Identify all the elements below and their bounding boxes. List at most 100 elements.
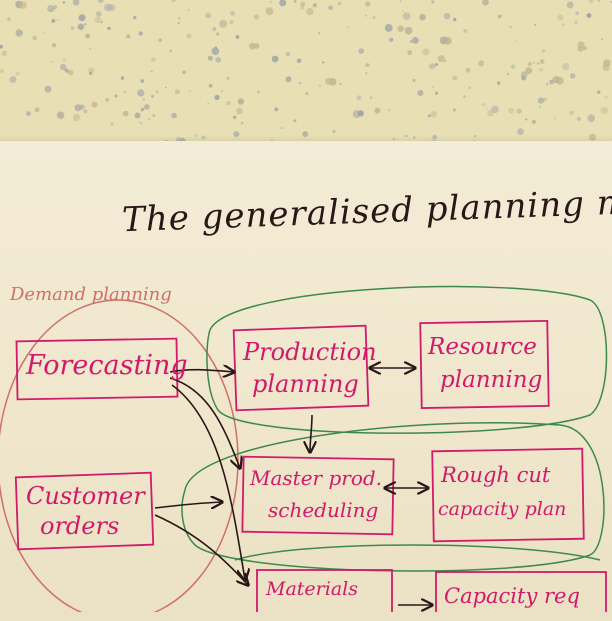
- production-group-outline: [206, 285, 608, 434]
- wall-speckle: [97, 0, 104, 3]
- wall-speckle: [539, 68, 543, 72]
- master-scheduling-label-line2: scheduling: [268, 498, 379, 522]
- wall-speckle: [388, 108, 391, 112]
- wall-speckle: [534, 23, 536, 26]
- wall-speckle: [0, 44, 3, 49]
- wall-speckle: [148, 118, 151, 121]
- wall-speckle: [88, 67, 94, 74]
- wall-speckle: [194, 134, 198, 137]
- wall-speckle: [409, 40, 413, 43]
- wall-speckle: [468, 86, 471, 90]
- wall-speckle: [515, 40, 518, 43]
- wall-speckle: [434, 91, 439, 95]
- wall-speckle: [478, 60, 485, 67]
- wall-speckle: [114, 94, 118, 98]
- arrow-forecast-to-master: [169, 377, 240, 468]
- production-planning-label-line2: planning: [252, 370, 359, 398]
- wall-speckle: [598, 0, 601, 2]
- wall-speckle: [293, 0, 297, 3]
- wall-speckle: [137, 89, 145, 97]
- wall-speckle: [443, 12, 451, 20]
- wall-speckle: [226, 100, 231, 106]
- wall-speckle: [19, 1, 27, 10]
- wall-speckle: [452, 75, 458, 81]
- wall-speckle: [26, 111, 31, 116]
- wall-speckle: [562, 23, 565, 27]
- wall-speckle: [486, 108, 488, 110]
- wall-speckle: [110, 122, 114, 127]
- wall-speckle: [482, 0, 489, 6]
- wall-speckle: [399, 0, 402, 2]
- wall-speckle: [279, 0, 287, 7]
- resource-planning-label-line1: Resource: [428, 334, 537, 360]
- wall-speckle: [182, 70, 186, 75]
- wall-speckle: [604, 96, 608, 99]
- wall-speckle: [427, 114, 431, 118]
- wall-speckle: [539, 59, 545, 64]
- wall-speckle: [201, 135, 206, 140]
- speckled-wall-background: [0, 0, 612, 150]
- wall-speckle: [256, 90, 260, 94]
- wall-speckle: [372, 16, 376, 20]
- wall-speckle: [587, 114, 595, 122]
- wall-speckle: [230, 10, 236, 16]
- wall-speckle: [429, 63, 436, 70]
- wall-speckle: [274, 107, 279, 112]
- wall-speckle: [253, 43, 260, 49]
- wall-speckle: [474, 135, 477, 138]
- wall-speckle: [543, 97, 547, 102]
- wall-speckle: [51, 43, 57, 48]
- wall-speckle: [226, 76, 230, 81]
- wall-speckle: [537, 97, 545, 104]
- wall-speckle: [339, 82, 342, 86]
- wall-speckle: [402, 10, 405, 12]
- wall-speckle: [253, 14, 260, 20]
- wall-speckle: [64, 68, 69, 73]
- wall-speckle: [107, 26, 111, 30]
- wall-speckle: [62, 58, 66, 62]
- wall-speckle: [601, 38, 603, 41]
- wall-speckle: [214, 94, 220, 100]
- wall-speckle: [212, 27, 217, 31]
- wall-speckle: [508, 107, 515, 114]
- wall-speckle: [96, 11, 102, 17]
- wall-speckle: [15, 29, 23, 37]
- wall-speckle: [165, 86, 167, 89]
- wall-speckle: [134, 112, 141, 119]
- wall-speckle: [405, 134, 408, 138]
- wall-speckle: [397, 25, 405, 32]
- wall-speckle: [208, 83, 213, 88]
- wall-speckle: [178, 17, 181, 20]
- wall-speckle: [531, 119, 536, 124]
- wall-speckle: [215, 56, 222, 63]
- wall-speckle: [123, 90, 126, 94]
- wall-speckle: [422, 48, 430, 56]
- wall-speckle: [60, 63, 67, 71]
- wall-speckle: [365, 14, 368, 17]
- resource-planning-box: [419, 319, 550, 410]
- wall-speckle: [174, 89, 180, 95]
- demand-planning-group-outline: [0, 299, 239, 612]
- wall-speckle: [78, 14, 86, 22]
- wall-speckle: [521, 75, 527, 81]
- wall-speckle: [527, 62, 532, 66]
- wall-speckle: [94, 16, 102, 24]
- wall-speckle: [402, 12, 411, 20]
- wall-speckle: [497, 81, 501, 85]
- wall-speckle: [32, 35, 38, 41]
- wall-speckle: [384, 24, 393, 32]
- wall-speckle: [305, 92, 309, 95]
- wall-speckle: [481, 103, 486, 107]
- wall-speckle: [542, 49, 546, 53]
- wall-speckle: [365, 63, 370, 68]
- arrow-forecast-to-production: [169, 370, 234, 372]
- wall-speckle: [357, 110, 364, 117]
- wall-speckle: [219, 19, 228, 28]
- wall-speckle: [150, 70, 153, 73]
- wall-speckle: [15, 71, 20, 76]
- wall-speckle: [0, 69, 4, 73]
- wall-speckle: [463, 29, 468, 33]
- wall-speckle: [337, 1, 342, 6]
- wall-speckle: [120, 76, 125, 80]
